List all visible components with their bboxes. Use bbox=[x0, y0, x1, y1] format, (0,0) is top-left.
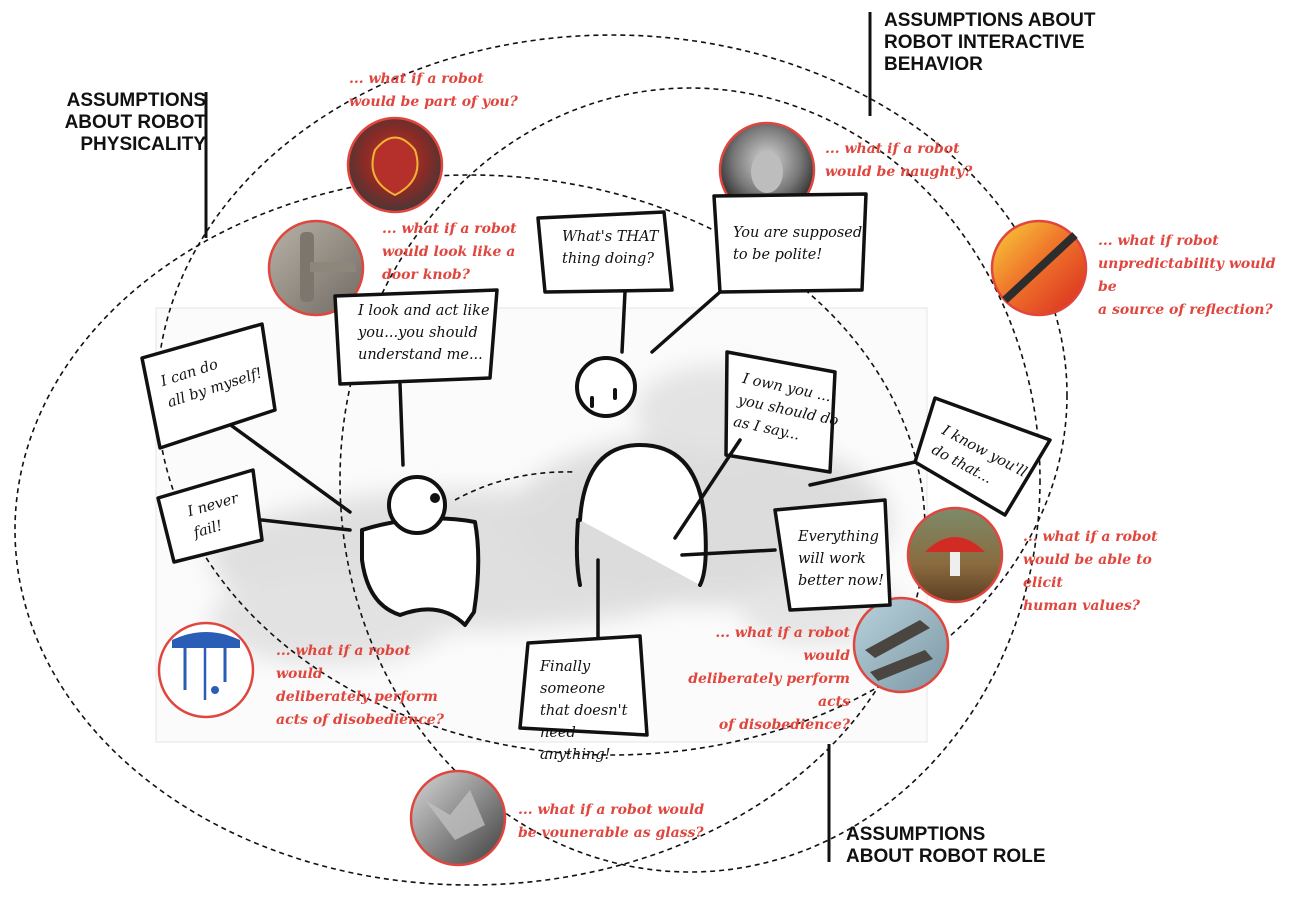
mushroom-photo-circle bbox=[906, 506, 1004, 604]
legs-heels-photo-circle bbox=[852, 596, 950, 694]
speech-look-and-act: I look and act like you...you should und… bbox=[358, 303, 490, 363]
speech-finally: Finally someone that doesn't need anythi… bbox=[540, 659, 628, 763]
gaze-line bbox=[454, 471, 576, 501]
bubble-own-you bbox=[724, 350, 837, 474]
bubble-polite bbox=[712, 192, 868, 294]
question-glass: ... what if a robot would be vounerable … bbox=[518, 802, 705, 841]
person-head bbox=[575, 356, 637, 418]
bubble-finally bbox=[518, 634, 649, 737]
heading-rules bbox=[204, 12, 872, 862]
bubble-look-and-act bbox=[333, 288, 499, 386]
bubble-everything bbox=[773, 498, 892, 612]
question-disobedience-right: ... what if a robot would deliberately p… bbox=[688, 625, 850, 733]
bubble-can-do bbox=[140, 322, 277, 450]
bubble-never-fail bbox=[156, 468, 264, 564]
bubble-whats-that bbox=[536, 210, 674, 294]
robot-head bbox=[387, 475, 447, 535]
speech-whats-that: What's THAT thing doing? bbox=[562, 229, 659, 267]
speech-bubbles bbox=[140, 192, 1052, 737]
question-human-values: ... what if a robot would be able to eli… bbox=[1023, 529, 1158, 614]
speech-everything: Everything will work better now! bbox=[798, 529, 884, 589]
heading-role: ASSUMPTIONS ABOUT ROBOT ROLE bbox=[846, 824, 1046, 867]
broken-glass-photo-circle bbox=[409, 769, 507, 867]
heading-physicality: ASSUMPTIONS ABOUT ROBOT PHYSICALITY bbox=[64, 90, 206, 155]
bubble-know-youll bbox=[913, 396, 1052, 517]
person-body-left bbox=[574, 518, 582, 587]
paint-brush-photo-circle bbox=[990, 219, 1088, 317]
question-door-knob: ... what if a robot would look like a do… bbox=[382, 221, 517, 283]
blue-drips-photo-circle bbox=[157, 621, 255, 719]
speech-polite: You are supposed to be polite! bbox=[733, 225, 863, 263]
question-unpredictability: ... what if robot unpredictability would… bbox=[1098, 233, 1276, 318]
small-robot bbox=[360, 475, 481, 627]
interactive-ring bbox=[156, 34, 1068, 756]
question-part-of-you: ... what if a robot would be part of you… bbox=[349, 71, 518, 110]
role-ring bbox=[339, 87, 1041, 873]
heading-interactive-behavior: ASSUMPTIONS ABOUT ROBOT INTERACTIVE BEHA… bbox=[884, 10, 1096, 75]
question-naughty: ... what if a robot would be naughty? bbox=[825, 141, 973, 180]
robot-eye bbox=[430, 493, 440, 503]
door-knob-photo-circle bbox=[267, 219, 365, 317]
question-disobedience-left: ... what if a robot would deliberately p… bbox=[276, 643, 444, 728]
heart-photo-circle bbox=[346, 116, 444, 214]
